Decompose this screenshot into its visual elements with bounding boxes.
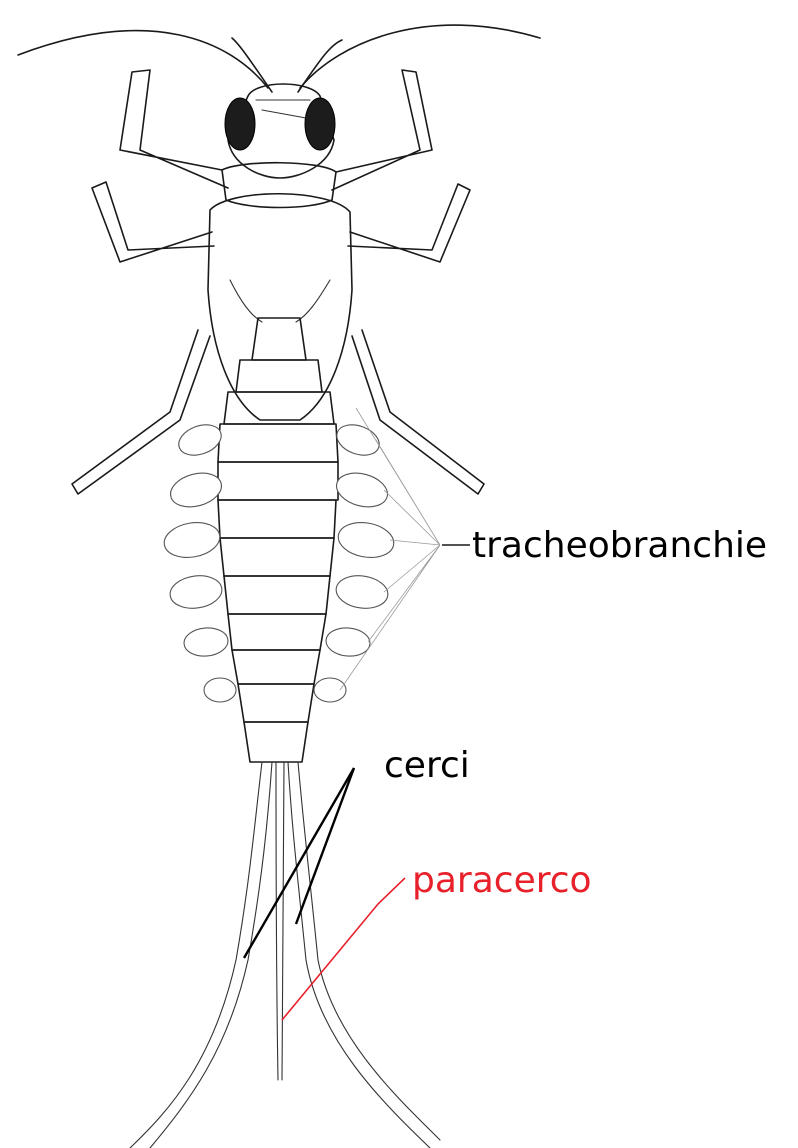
right-eye (305, 98, 335, 150)
head (225, 84, 335, 178)
paracercus-leader-line (282, 878, 405, 1020)
thorax (208, 163, 352, 420)
antennae (18, 25, 540, 92)
left-eye (225, 98, 255, 150)
label-cerci: cerci (384, 745, 470, 786)
cerci-leader-lines (244, 768, 354, 958)
label-paracercus: paracerco (412, 860, 592, 901)
tails (130, 762, 440, 1148)
label-gills: tracheobranchie (472, 525, 767, 566)
